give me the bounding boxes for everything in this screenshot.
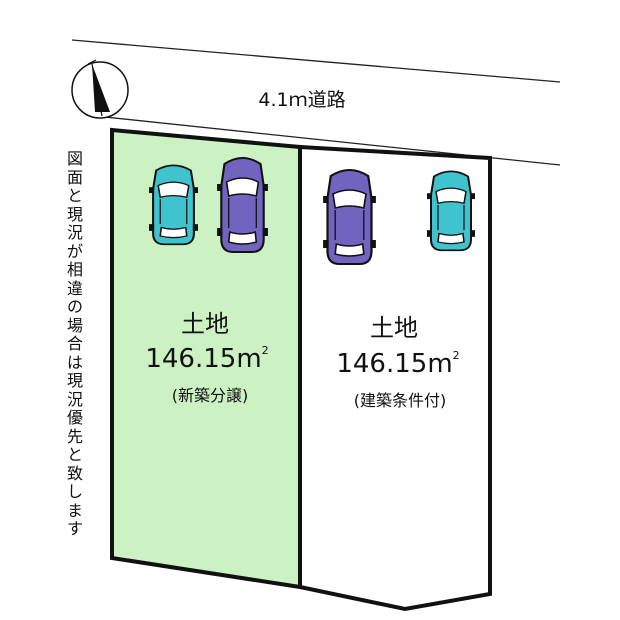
side-note-char: 現: [66, 371, 83, 390]
lot-2-note: (建築条件付): [354, 391, 447, 410]
side-note-char: 致: [66, 463, 83, 483]
lot-1-area-value: 146.15m2: [145, 344, 268, 374]
side-note-char: し: [66, 482, 83, 501]
side-note-char: の: [66, 297, 83, 316]
side-note-char: と: [66, 186, 83, 205]
side-note-char: と: [66, 445, 83, 464]
side-note-char: 違: [66, 278, 83, 298]
side-note-char: 況: [66, 389, 83, 409]
car-icon: [426, 170, 476, 252]
car-icon: [148, 164, 199, 246]
side-note-char: は: [66, 352, 83, 372]
side-note-char: 図: [66, 149, 83, 168]
lot-2-area-number: 146.15: [336, 349, 427, 379]
lot-1-area-number: 146.15: [145, 344, 236, 374]
side-note-char: 先: [66, 426, 83, 446]
side-note-char: 合: [66, 334, 83, 353]
side-note-char: 優: [66, 408, 83, 427]
lot-1-note: (新築分譲): [172, 386, 249, 405]
side-note-char: 現: [66, 204, 83, 224]
car-icon: [215, 156, 270, 254]
side-note: 図面と現況が相違の場合は現況優先と致します: [64, 149, 86, 539]
lot-1-name: 土地: [181, 310, 229, 338]
road-edge-top: [71, 39, 561, 83]
side-note-char: 面: [66, 167, 83, 187]
side-note-char: す: [66, 519, 83, 538]
lot-2-area-value: 146.15m2: [336, 349, 459, 379]
side-note-char: 相: [66, 260, 83, 279]
side-note-char: が: [66, 241, 83, 261]
side-note-char: 場: [66, 315, 83, 335]
road-label: 4.1ｍ道路: [258, 89, 345, 111]
lot-2-area-sup: 2: [453, 349, 460, 362]
lot-2-area-unit: m: [427, 349, 452, 379]
side-note-char: ま: [66, 500, 83, 520]
compass-north-icon: [71, 59, 129, 119]
side-note-char: 況: [66, 223, 83, 242]
lot-1-area-unit: m: [236, 344, 261, 374]
lot-1-area-sup: 2: [262, 344, 269, 357]
car-icon: [322, 168, 377, 266]
lot-2-name: 土地: [370, 314, 418, 342]
